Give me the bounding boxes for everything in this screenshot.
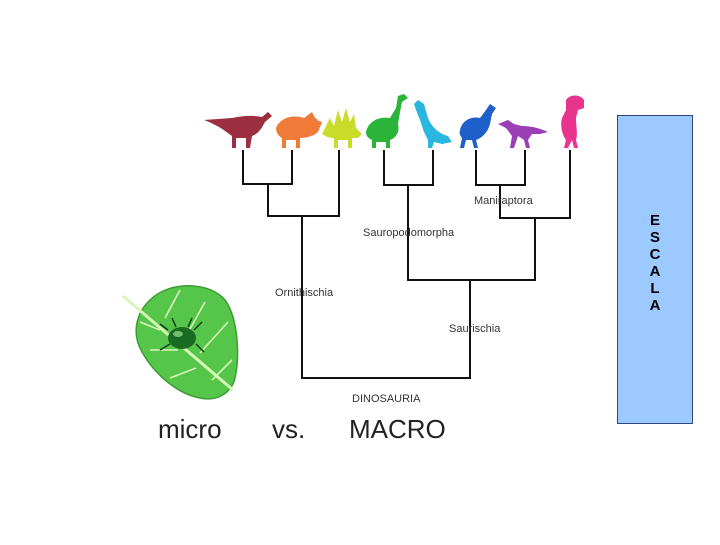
- stegosaur-silhouette: [322, 108, 362, 148]
- sauropod-silhouette: [366, 94, 408, 148]
- vs-label: vs.: [272, 414, 306, 444]
- ornithischia-label: Ornithischia: [275, 287, 334, 299]
- clade-labels: Maniraptora Sauropodomorpha Ornithischia…: [275, 195, 534, 405]
- prosauropod-silhouette: [414, 100, 452, 148]
- theropod-silhouette: [561, 95, 584, 148]
- macro-label: MACRO: [349, 414, 446, 444]
- hadrosaur-silhouette: [204, 112, 272, 148]
- ceratopsian-silhouette: [276, 112, 322, 148]
- sauropodomorpha-label: Sauropodomorpha: [363, 227, 455, 239]
- maniraptora-label: Maniraptora: [474, 195, 534, 207]
- bird-silhouette: [459, 104, 496, 148]
- beetle-icon: [159, 317, 205, 353]
- raptor-silhouette: [498, 120, 548, 148]
- dinosauria-label: DINOSAURIA: [352, 393, 421, 405]
- scale-panel: E S C A L A: [617, 115, 693, 424]
- saurischia-label: Saurischia: [449, 323, 501, 335]
- micro-label: micro: [158, 414, 222, 444]
- leaf-illustration: [122, 285, 239, 400]
- cladogram-lines: [242, 150, 571, 379]
- scale-panel-text: E S C A L A: [649, 212, 661, 314]
